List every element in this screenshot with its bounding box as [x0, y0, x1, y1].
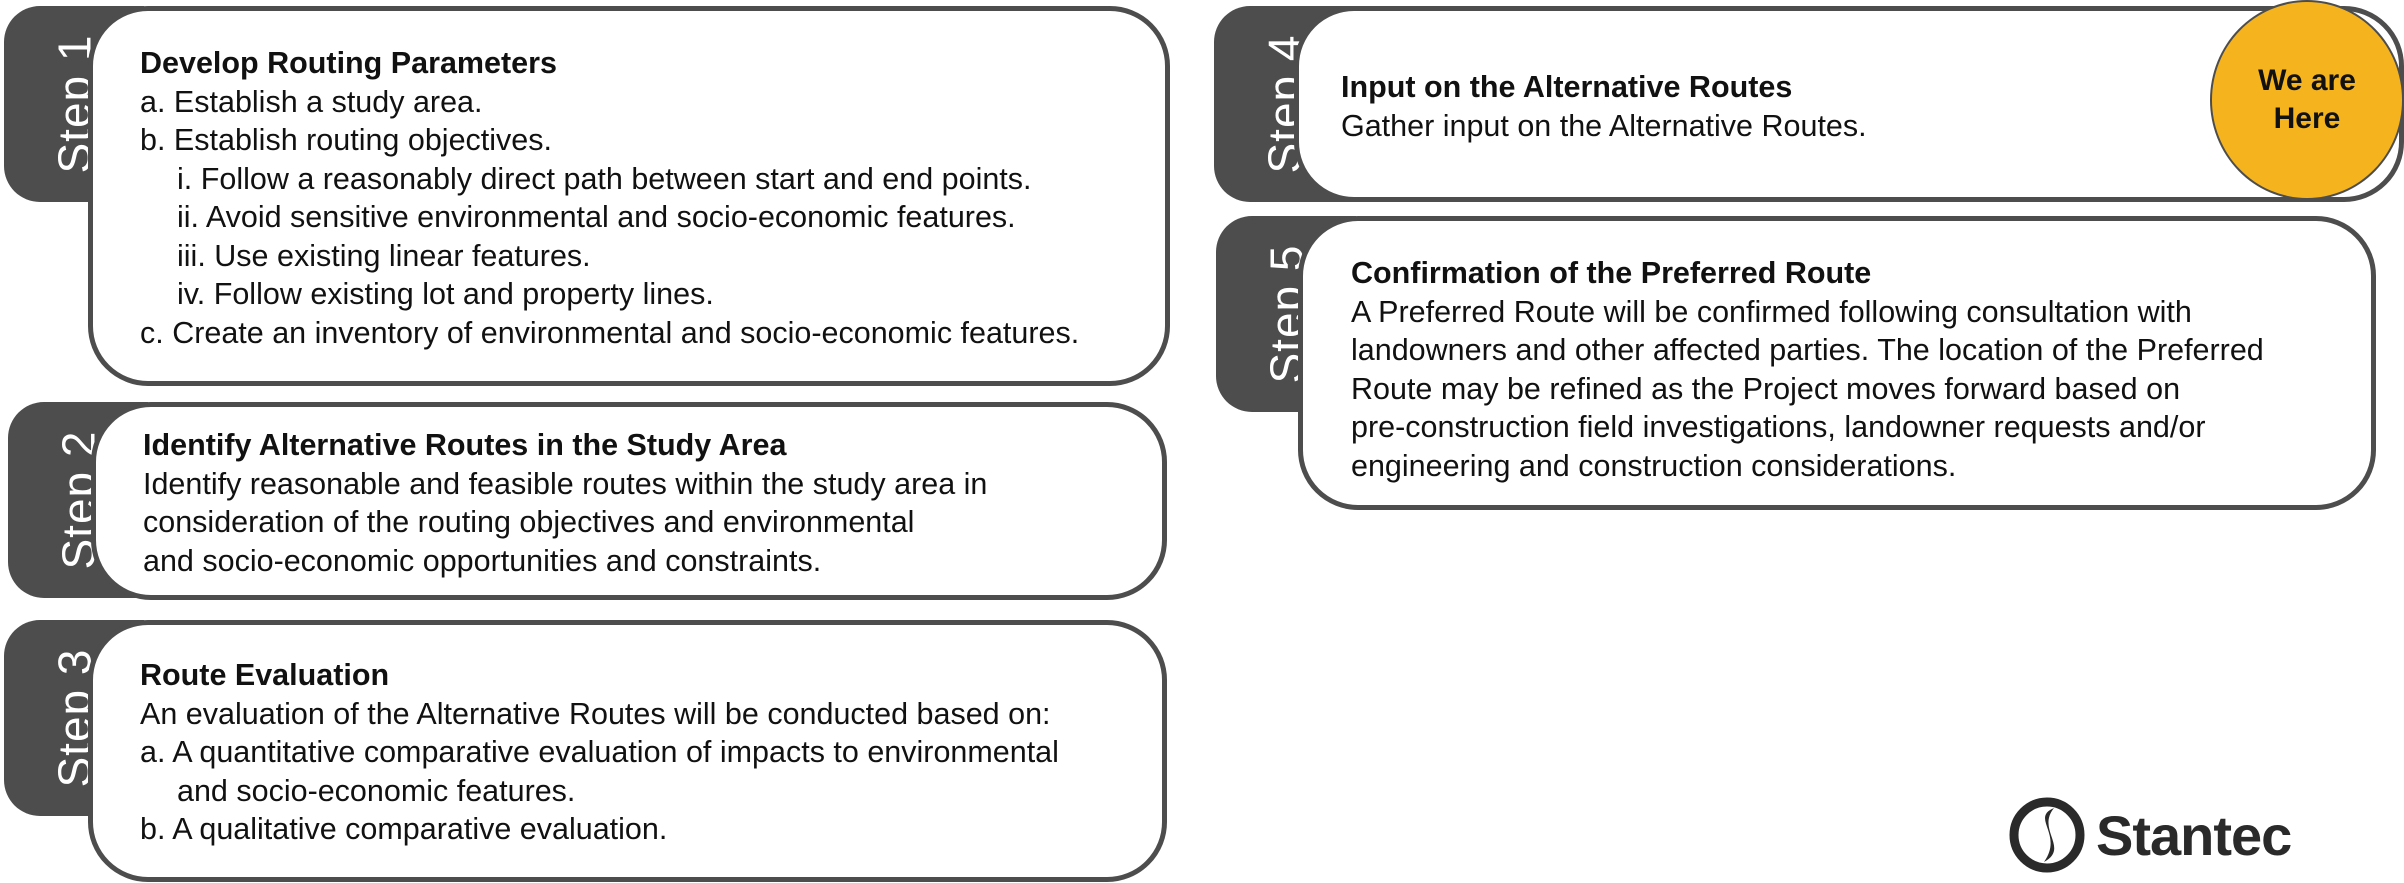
step-5-title: Confirmation of the Preferred Route: [1351, 256, 1872, 290]
step-2-text-1: Identify reasonable and feasible routes …: [143, 466, 988, 501]
step-1-item-b-ii: ii. Avoid sensitive environmental and so…: [177, 200, 1016, 234]
step-2-card: [91, 402, 1167, 600]
step-3-intro: An evaluation of the Alternative Routes …: [140, 696, 1051, 731]
step-1-item-c: c. Create an inventory of environmental …: [140, 315, 1080, 350]
step-5-text-3: Route may be refined as the Project move…: [1351, 371, 2181, 406]
badge-text: We are Here: [2258, 62, 2356, 138]
stantec-logo-icon: [2009, 797, 2085, 873]
stantec-logo: Stantec: [2008, 796, 2292, 874]
step-5-text-2: landowners and other affected parties. T…: [1351, 333, 2264, 367]
step-1-content: Develop Routing Parameters a. Establish …: [140, 44, 1079, 352]
step-5-text-5: engineering and construction considerati…: [1351, 448, 1957, 483]
step-3-title: Route Evaluation: [140, 658, 390, 692]
step-3-item-b: b. A qualitative comparative evaluation.: [140, 812, 668, 846]
step-1-title: Develop Routing Parameters: [140, 46, 557, 80]
badge-line-1: We are: [2258, 64, 2356, 97]
step-4-content: Input on the Alternative Routes Gather i…: [1341, 68, 1867, 145]
step-5-card: [1298, 216, 2376, 510]
step-1-item-b-i: i. Follow a reasonably direct path betwe…: [177, 161, 1032, 196]
step-5-text-4: pre-construction field investigations, l…: [1351, 410, 2206, 444]
stantec-logo-text: Stantec: [2096, 803, 2292, 867]
step-1-card: [88, 6, 1170, 386]
step-3-card: [88, 620, 1167, 882]
step-2-text-2: consideration of the routing objectives …: [143, 505, 915, 539]
step-5-text-1: A Preferred Route will be confirmed foll…: [1351, 294, 2192, 329]
badge-line-2: Here: [2273, 102, 2341, 135]
step-3-item-a-cont: and socio-economic features.: [177, 773, 576, 808]
step-5-content: Confirmation of the Preferred Route A Pr…: [1351, 254, 2264, 485]
we-are-here-badge: We are Here: [2210, 0, 2404, 200]
step-3-item-a: a. A quantitative comparative evaluation…: [140, 735, 1059, 769]
step-2-text-3: and socio-economic opportunities and con…: [143, 543, 822, 578]
step-4-title: Input on the Alternative Routes: [1341, 70, 1793, 104]
step-4-text: Gather input on the Alternative Routes.: [1341, 108, 1867, 143]
step-1-item-b: b. Establish routing objectives.: [140, 123, 552, 157]
step-1-item-b-iv: iv. Follow existing lot and property lin…: [177, 277, 714, 311]
step-1-item-a: a. Establish a study area.: [140, 84, 483, 119]
step-3-content: Route Evaluation An evaluation of the Al…: [140, 656, 1059, 849]
step-2-title: Identify Alternative Routes in the Study…: [143, 428, 787, 462]
step-2-content: Identify Alternative Routes in the Study…: [143, 426, 987, 580]
step-1-item-b-iii: iii. Use existing linear features.: [177, 238, 591, 273]
